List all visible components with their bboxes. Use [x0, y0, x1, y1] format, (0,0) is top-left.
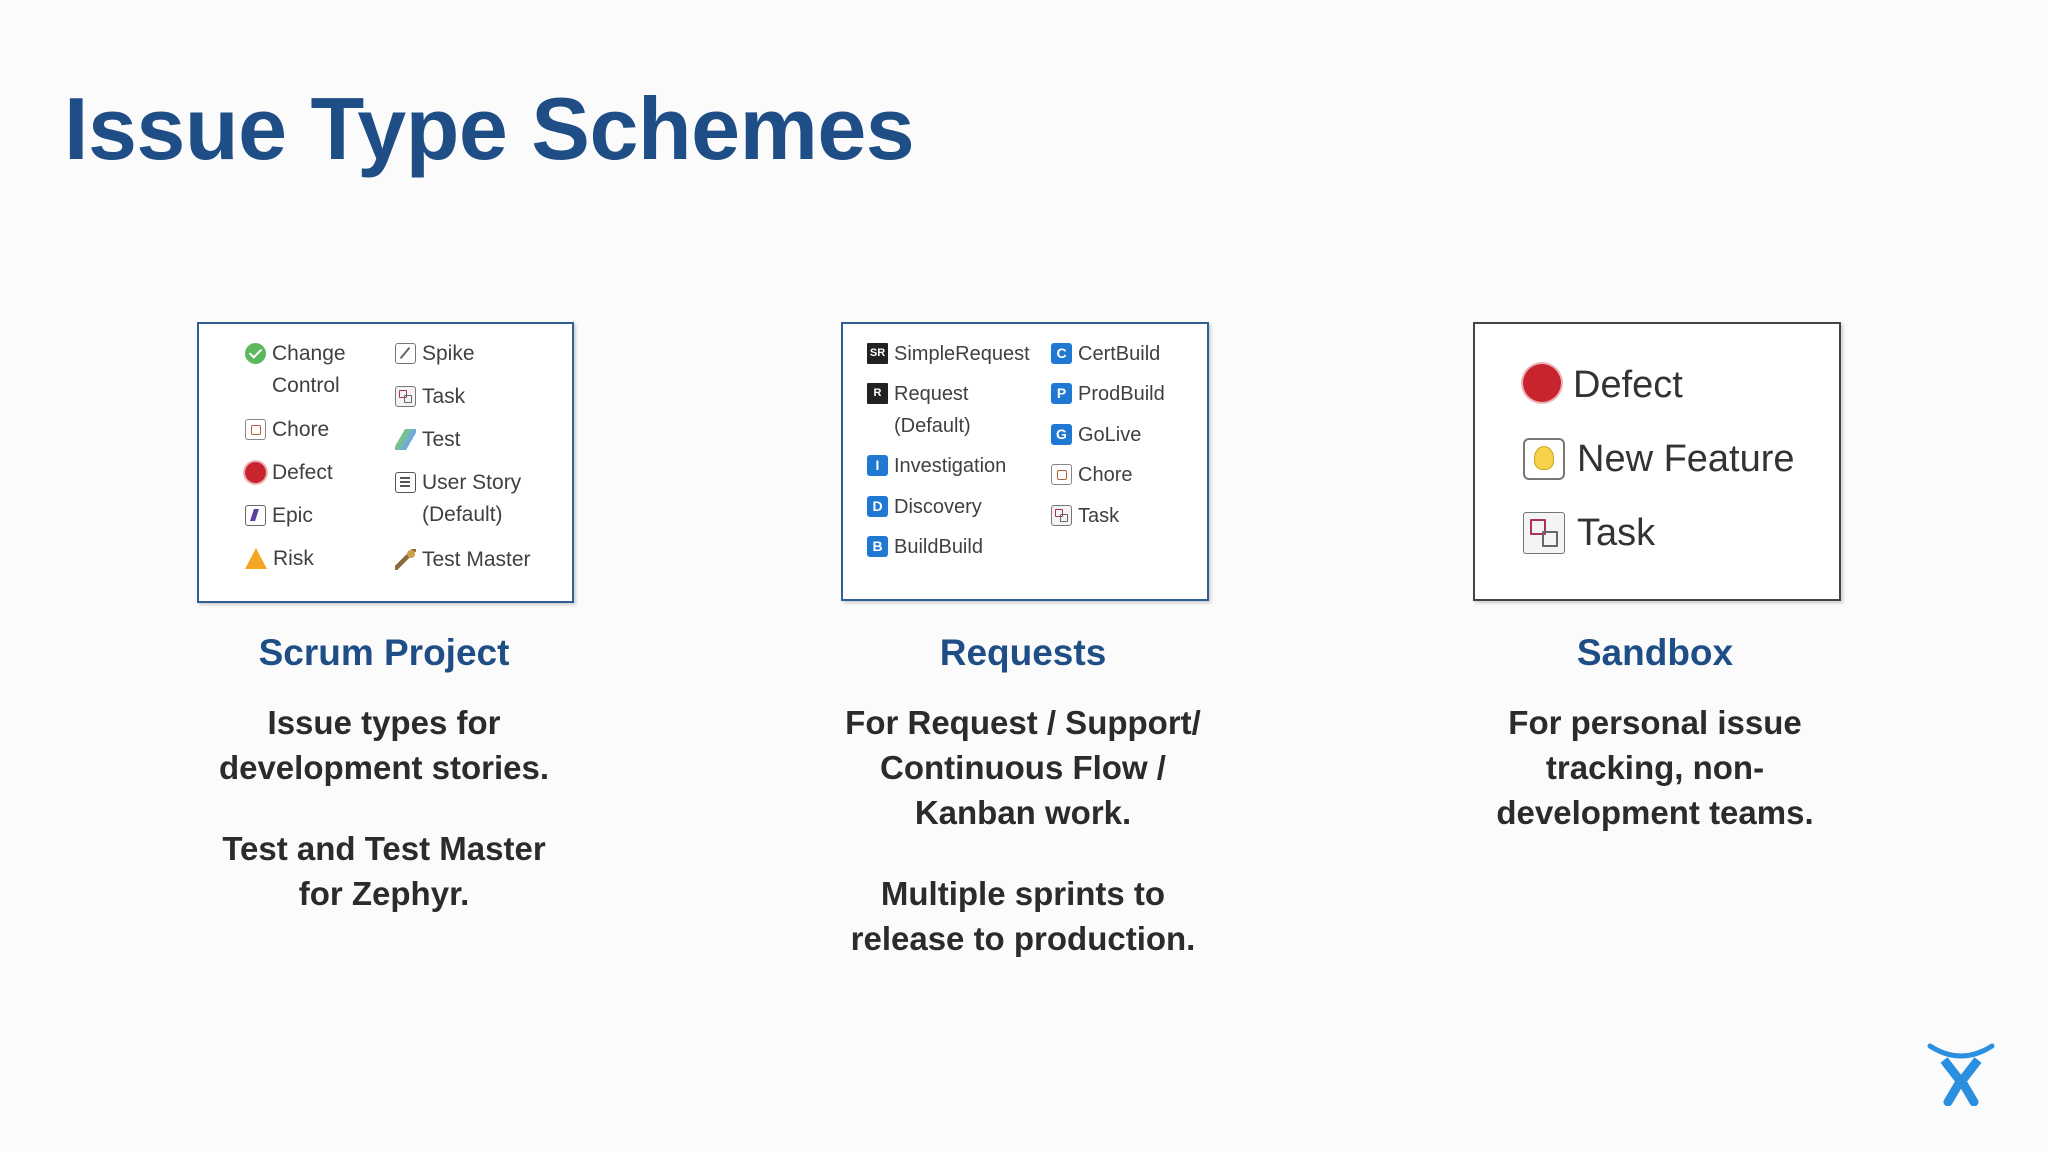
issue-type-simple-request: SR SimpleRequest: [867, 338, 1030, 370]
p-icon: P: [1051, 383, 1072, 404]
i-icon: I: [867, 455, 888, 476]
issue-type-discovery: D Discovery: [867, 491, 982, 523]
bug-icon: [1523, 364, 1561, 402]
issue-type-buildbuild: B BuildBuild: [867, 531, 983, 563]
b-icon: B: [867, 536, 888, 557]
sandbox-issue-types-panel: Defect New Feature Task: [1473, 322, 1841, 601]
r-icon: R: [867, 383, 888, 404]
c-icon: C: [1051, 343, 1072, 364]
story-icon: [395, 472, 416, 493]
scrum-project-heading: Scrum Project: [258, 632, 510, 673]
lightbulb-icon: [1523, 438, 1565, 480]
task-icon: [1051, 505, 1072, 526]
g-icon: G: [1051, 424, 1072, 445]
issue-type-epic: Epic: [245, 500, 313, 532]
d-icon: D: [867, 496, 888, 517]
pin-icon: [395, 549, 416, 570]
warning-icon: [245, 548, 267, 569]
issue-type-test: Test: [395, 424, 461, 456]
spike-icon: [395, 343, 416, 364]
issue-type-certbuild: C CertBuild: [1051, 338, 1160, 370]
issue-type-risk: Risk: [245, 543, 314, 575]
sr-icon: SR: [867, 343, 888, 364]
issue-type-task: Task: [395, 381, 465, 413]
issue-type-defect: Defect: [245, 457, 333, 489]
chore-icon: [1051, 464, 1072, 485]
issue-type-prodbuild: P ProdBuild: [1051, 378, 1165, 410]
sandbox-heading: Sandbox: [1576, 632, 1734, 673]
issue-type-chore: Chore: [1051, 459, 1132, 491]
requests-heading: Requests: [939, 632, 1107, 673]
slide-title: Issue Type Schemes: [64, 79, 915, 178]
issue-type-test-master: Test Master: [395, 544, 531, 576]
check-circle-icon: [245, 343, 266, 364]
issue-type-request: R Request(Default): [867, 378, 971, 442]
task-icon: [395, 386, 416, 407]
requests-issue-types-panel: SR SimpleRequest R Request(Default) I In…: [841, 322, 1209, 601]
requests-description-1: For Request / Support/Continuous Flow /K…: [845, 704, 1201, 831]
bug-icon: [245, 462, 266, 483]
issue-type-defect: Defect: [1523, 360, 1683, 410]
test-icon: [395, 429, 416, 450]
atlassian-logo-icon: [1927, 1043, 1995, 1106]
task-icon: [1523, 512, 1565, 554]
chore-icon: [245, 419, 266, 440]
issue-type-golive: G GoLive: [1051, 419, 1141, 451]
issue-type-new-feature: New Feature: [1523, 434, 1795, 484]
issue-type-chore: Chore: [245, 414, 329, 446]
issue-type-investigation: I Investigation: [867, 450, 1006, 482]
issue-type-spike: Spike: [395, 338, 475, 370]
issue-type-user-story: User Story(Default): [395, 467, 521, 531]
epic-icon: [245, 505, 266, 526]
issue-type-task: Task: [1523, 508, 1655, 558]
issue-type-task: Task: [1051, 500, 1119, 532]
